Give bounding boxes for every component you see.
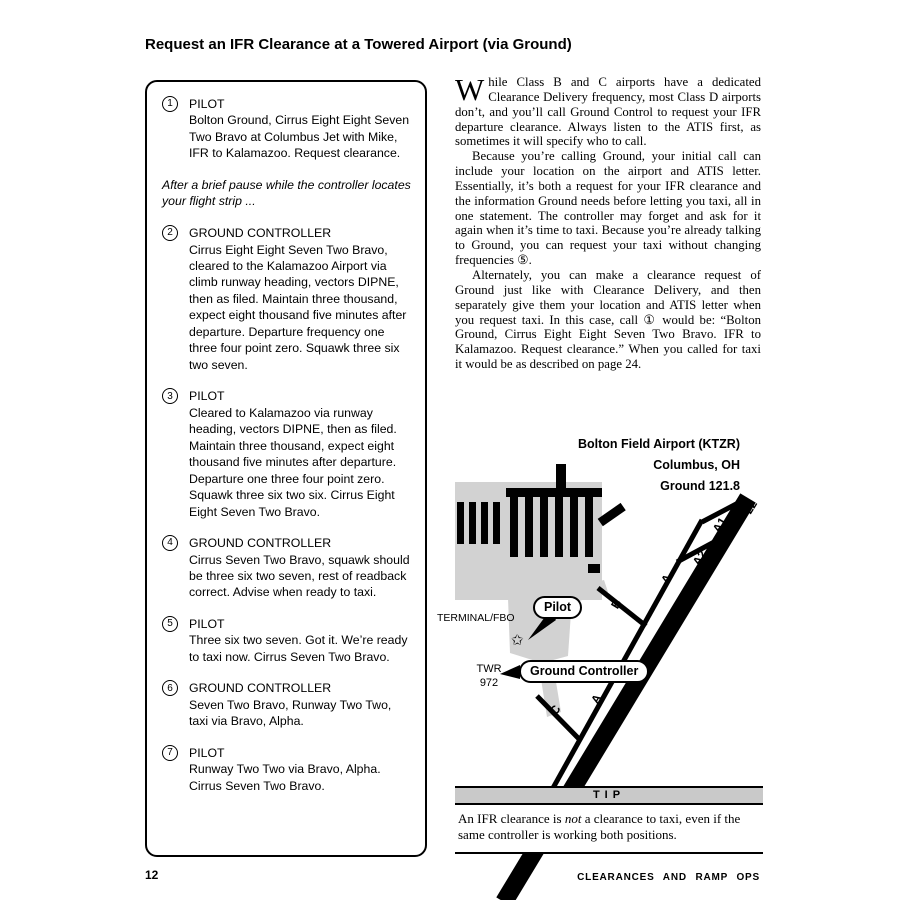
dialogue-text: Seven Two Bravo, Runway Two Two, taxi vi…: [189, 697, 392, 729]
dialogue-number: 2: [162, 225, 178, 242]
dialogue-text: Cirrus Seven Two Bravo, squawk should be…: [189, 552, 410, 600]
tip-text-pre: An IFR clearance is: [458, 811, 565, 826]
speaker-label: PILOT: [189, 745, 225, 760]
dialogue-number: 3: [162, 388, 178, 405]
drop-cap: W: [455, 72, 485, 107]
pilot-callout: Pilot: [533, 596, 583, 619]
dialogue-item: 3 PILOT Cleared to Kalamazoo via runway …: [162, 388, 413, 520]
dialogue-box: 1 PILOT Bolton Ground, Cirrus Eight Eigh…: [145, 80, 427, 857]
dialogue-text: Three six two seven. Got it. We’re ready…: [189, 633, 408, 664]
speaker-label: GROUND CONTROLLER: [189, 681, 332, 696]
speaker-label: PILOT: [189, 97, 225, 111]
tower-frequency: 972: [479, 677, 499, 689]
dialogue-number: 7: [162, 744, 178, 761]
airport-city: Columbus, OH: [653, 458, 740, 472]
dialogue-number: 5: [162, 615, 178, 632]
page-number: 12: [145, 868, 159, 882]
hangar-buildings: [457, 464, 626, 573]
terminal-fbo-label: TERMINAL/FBO: [437, 612, 515, 624]
dialogue-text: Cleared to Kalamazoo via runway heading,…: [189, 405, 397, 519]
dialogue-item: 7 PILOT Runway Two Two via Bravo, Alpha.…: [162, 744, 413, 794]
dialogue-text: Cirrus Eight Eight Seven Two Bravo, clea…: [189, 242, 407, 372]
paragraph-text: hile Class B and C airports have a dedic…: [455, 75, 761, 149]
speaker-label: PILOT: [189, 616, 225, 631]
dialogue-item: 5 PILOT Three six two seven. Got it. We’…: [162, 615, 413, 665]
paragraph: Alternately, you can make a clearance re…: [455, 267, 761, 372]
airport-name: Bolton Field Airport (KTZR): [577, 437, 740, 451]
tip-box: TIP An IFR clearance is not a clearance …: [455, 786, 763, 854]
paragraph: Because you’re calling Ground, your init…: [455, 149, 761, 268]
ground-controller-callout: Ground Controller: [519, 660, 650, 683]
dialogue-number: 4: [162, 535, 178, 552]
tip-header: TIP: [455, 788, 763, 805]
dialogue-number: 6: [162, 680, 178, 697]
tower-label: TWR 972: [468, 662, 510, 690]
tower-text: TWR: [476, 663, 502, 675]
star-icon: ✩: [511, 632, 524, 649]
page-title: Request an IFR Clearance at a Towered Ai…: [145, 36, 572, 53]
speaker-label: GROUND CONTROLLER: [189, 536, 332, 551]
dialogue-text: Runway Two Two via Bravo, Alpha. Cirrus …: [189, 762, 381, 793]
tip-text: An IFR clearance is not a clearance to t…: [455, 805, 763, 852]
diagram-caption: Bolton Field Airport (KTZR) Columbus, OH…: [578, 434, 740, 497]
ground-frequency: Ground 121.8: [660, 479, 740, 493]
speaker-label: GROUND CONTROLLER: [189, 226, 332, 241]
tip-text-post: a clearance to taxi, even if the same co…: [458, 811, 741, 843]
footer-section-title: CLEARANCES AND RAMP OPS: [577, 872, 760, 883]
dialogue-item: 4 GROUND CONTROLLER Cirrus Seven Two Bra…: [162, 535, 413, 601]
tip-text-emphasis: not: [564, 811, 582, 826]
dialogue-text: Bolton Ground, Cirrus Eight Eight Seven …: [189, 113, 410, 161]
speaker-label: PILOT: [189, 389, 225, 404]
dialogue-item: 6 GROUND CONTROLLER Seven Two Bravo, Run…: [162, 680, 413, 729]
dialogue-item: 2 GROUND CONTROLLER Cirrus Eight Eight S…: [162, 225, 413, 373]
dialogue-number: 1: [162, 96, 178, 112]
dialogue-item: 1 PILOT Bolton Ground, Cirrus Eight Eigh…: [162, 96, 413, 162]
pause-note: After a brief pause while the controller…: [162, 177, 411, 209]
